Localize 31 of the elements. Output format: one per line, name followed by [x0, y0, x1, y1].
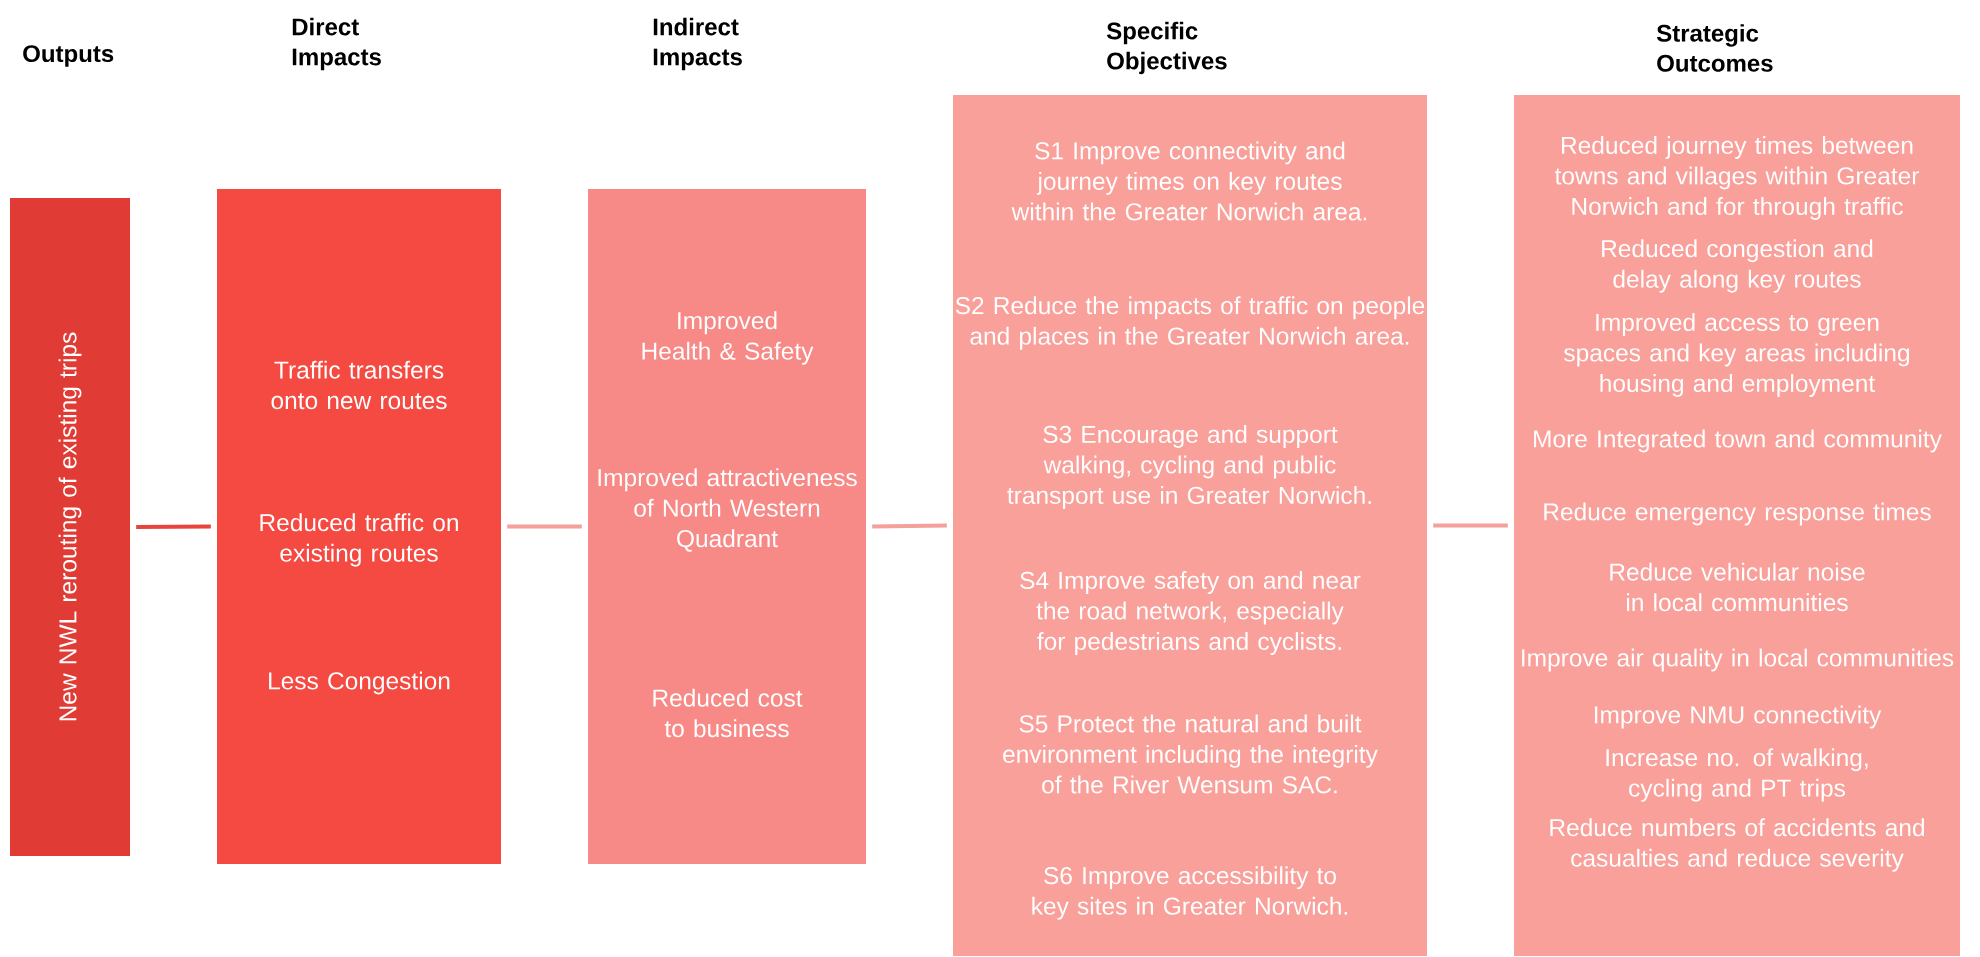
box-text: S4 Improve safety on and near the road network, especially for pedestrians and cyclists. [1020, 571, 1361, 655]
connector-line [136, 524, 211, 529]
box-text: S2 Reduce the impacts of traffic on people and places in the Greater Norwich area. [955, 296, 1425, 350]
box-text: Reduced congestion and delay along key routes [1602, 239, 1873, 293]
box-text: Improved attractiveness of North Western Quadrant [598, 468, 857, 552]
column-heading: Strategic Outcomes [1656, 24, 1773, 72]
column-heading: Outputs [23, 45, 114, 67]
box-text: S1 Improve connectivity and journey times on key routes within the Greater Norwich area. [1011, 141, 1367, 221]
box-text: Reduced journey times between towns and villages within Greater Norwich and for through traffic [1554, 136, 1919, 220]
connector-line [507, 524, 582, 529]
box-text: S3 Encourage and support walking, cycling and public transport use in Greater Norwich. [1007, 425, 1371, 509]
box-text: Improve NMU connectivity [1594, 705, 1882, 729]
box-text: Improved access to green spaces and key areas including housing and employment [1564, 313, 1909, 397]
box-text: S6 Improve accessibility to key sites in Greater Norwich. [1032, 866, 1347, 920]
box-text: Improved Health & Safety [642, 311, 814, 365]
box-text: Less Congestion [269, 671, 450, 695]
box-text: More Integrated town and community [1534, 429, 1942, 453]
connector-line [872, 523, 947, 529]
box-text: Reduced traffic on existing routes [260, 513, 458, 567]
box-text: Reduce vehicular noise in local communities [1610, 562, 1865, 612]
box-text: Increase no. of walking, cycling and PT trips [1606, 748, 1868, 802]
box-text: Reduced cost to business [653, 688, 803, 738]
connector-line [1433, 523, 1508, 528]
box-text: Improve air quality in local communities [1522, 648, 1954, 672]
column-heading: Direct Impacts [292, 17, 381, 71]
column-heading: Indirect Impacts [653, 17, 742, 71]
box-text: S5 Protect the natural and built environment including the integrity of the River Wensum SAC. [1003, 714, 1378, 794]
box-text: Traffic transfers onto new routes [271, 360, 447, 410]
box-text: New NWL rerouting of existing trips [58, 332, 82, 721]
box-text: Reduce emergency response times [1544, 502, 1931, 526]
box-text: Reduce numbers of accidents and casualties and reduce severity [1550, 818, 1924, 872]
